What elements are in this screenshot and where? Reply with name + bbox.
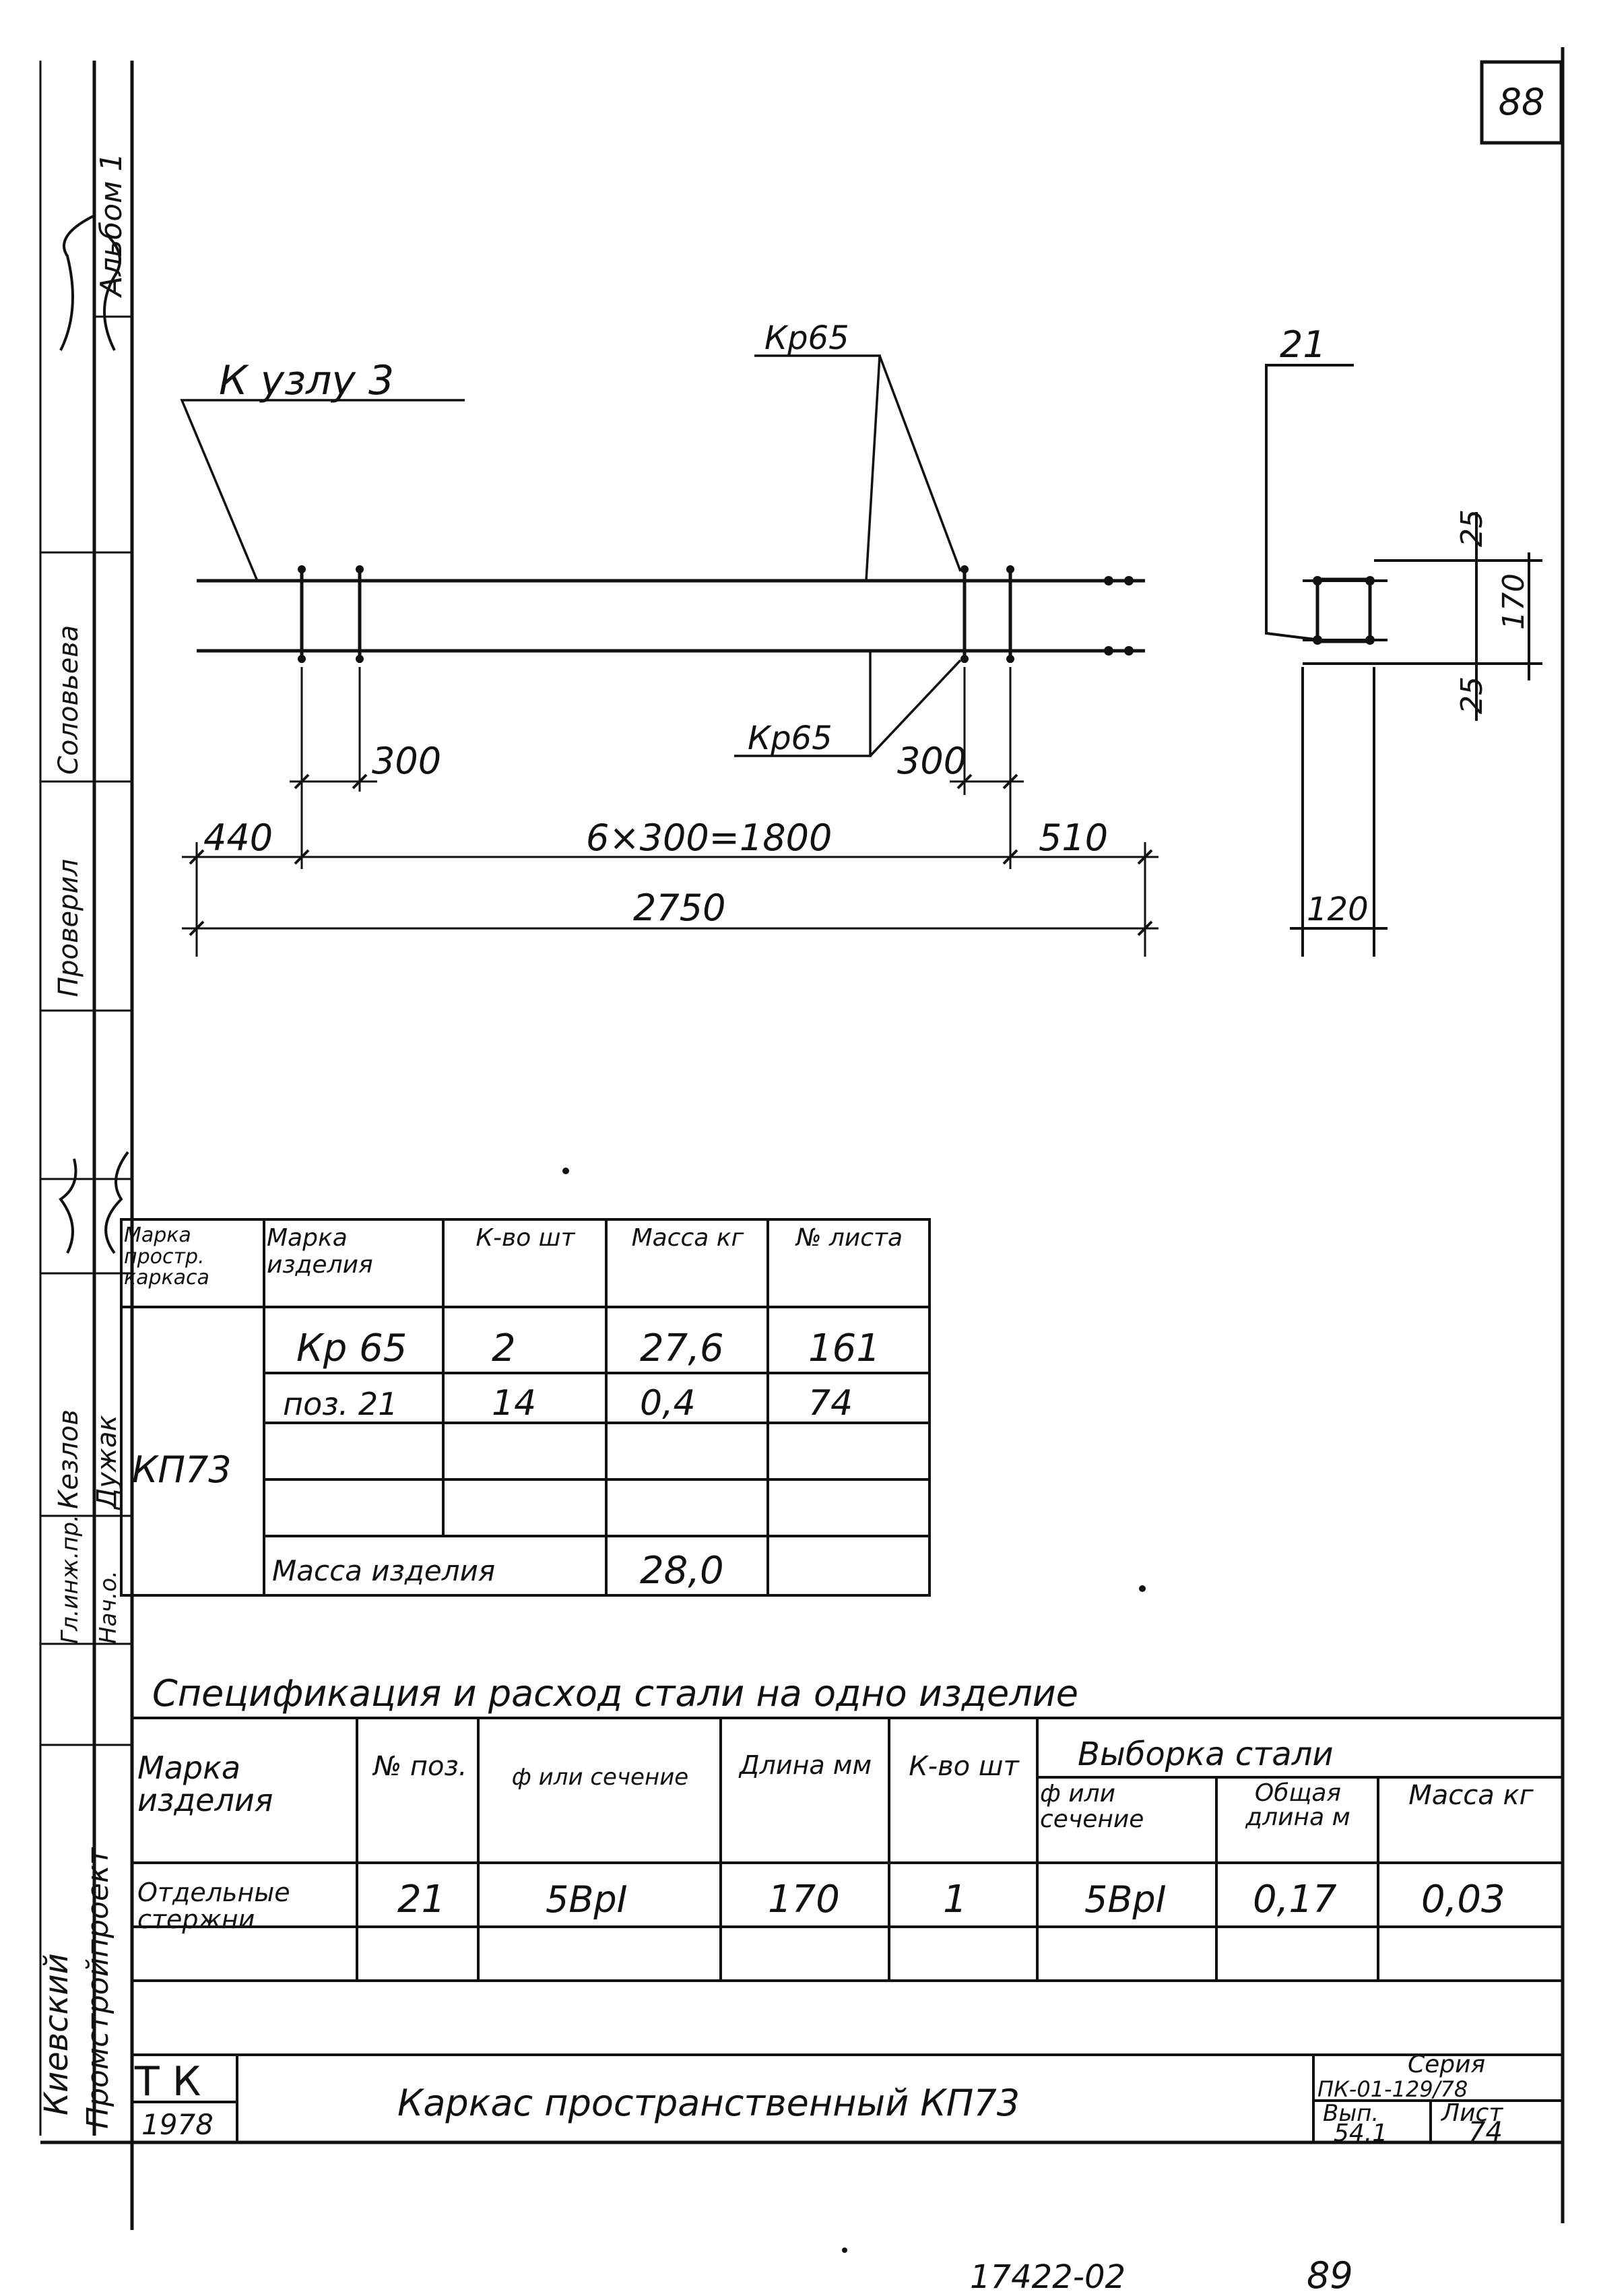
dim-2750: 2750 bbox=[633, 887, 725, 929]
at-header-frame-mark: Марка простр. каркаса bbox=[124, 1225, 209, 1289]
at-row2-mass: 0,4 bbox=[640, 1383, 696, 1424]
spec-title: Спецификация и расход стали на одно изде… bbox=[152, 1672, 1078, 1715]
spec-header-sub-mass: Масса кг bbox=[1408, 1781, 1534, 1811]
leader-lines bbox=[180, 354, 962, 757]
corner-number: 88 bbox=[1499, 81, 1545, 123]
tb-title: Каркас пространственный КП73 bbox=[397, 2082, 1020, 2124]
side-stamp-lines bbox=[39, 61, 132, 2136]
at-group-mark: КП73 bbox=[132, 1448, 232, 1491]
spec-header-group: Выборка стали bbox=[1078, 1735, 1334, 1773]
tb-vyp-label: Вып. bbox=[1323, 2100, 1379, 2127]
dim-6x300: 6×300=1800 bbox=[586, 817, 832, 859]
at-row1-mark: Кр 65 bbox=[296, 1327, 407, 1370]
spec-row-sub-section: 5BpI bbox=[1084, 1878, 1167, 1921]
title-block-text: Т К 1978 Каркас пространственный КП73 Се… bbox=[134, 2051, 1503, 2148]
spec-header-sub-length: Общая длина м bbox=[1245, 1781, 1350, 1831]
at-header-mass: Масса кг bbox=[631, 1225, 744, 1252]
role-proveril: Проверил bbox=[53, 859, 84, 997]
at-row1-sheet: 161 bbox=[808, 1327, 880, 1370]
spec-row-sub-mass: 0,03 bbox=[1421, 1878, 1505, 1921]
dim-510: 510 bbox=[1039, 817, 1108, 859]
spec-row-section: 5BpI bbox=[546, 1878, 628, 1921]
org-promstroy: Промстройпроект bbox=[81, 1847, 115, 2129]
tb-series-label: Серия bbox=[1408, 2051, 1485, 2078]
spec-header-length: Длина мм bbox=[739, 1752, 872, 1780]
footer-page: 89 bbox=[1307, 2254, 1353, 2296]
spec-table-text: Марка изделия № поз. ф или сечение Длина… bbox=[137, 1735, 1534, 1934]
album-label: Альбом 1 bbox=[94, 153, 129, 298]
spec-header-sub-section: ф или сечение bbox=[1040, 1781, 1144, 1833]
at-row2-sheet: 74 bbox=[808, 1383, 853, 1424]
section-view bbox=[1265, 364, 1542, 957]
org-kiev: Киевский bbox=[38, 1953, 75, 2115]
section-dots bbox=[1313, 576, 1375, 645]
name-kezlov: Кезлов bbox=[53, 1409, 84, 1509]
spec-header-pos: № поз. bbox=[373, 1752, 467, 1782]
leader-label-kr65-top: Кр65 bbox=[764, 319, 849, 357]
tb-list-value: 74 bbox=[1468, 2117, 1503, 2148]
dim-25-top: 25 bbox=[1455, 509, 1489, 547]
leader-label-uzel: К узлу 3 bbox=[219, 357, 394, 404]
footer-doc-number: 17422-02 bbox=[970, 2258, 1125, 2296]
assembly-table-grid bbox=[120, 1218, 931, 1597]
name-duzhak: Дужак bbox=[92, 1415, 123, 1510]
at-row2-mark: поз. 21 bbox=[283, 1386, 397, 1422]
dim-440: 440 bbox=[203, 817, 273, 859]
spec-row-qty: 1 bbox=[943, 1878, 967, 1921]
title-block-grid bbox=[131, 2055, 1563, 2142]
dim-25-bottom: 25 bbox=[1455, 676, 1489, 714]
scan-specks bbox=[562, 1168, 1146, 2253]
at-total-value: 28,0 bbox=[640, 1549, 724, 1593]
tb-year: 1978 bbox=[141, 2108, 214, 2141]
spec-row-sub-length: 0,17 bbox=[1253, 1878, 1337, 1921]
at-row1-mass: 27,6 bbox=[640, 1327, 724, 1370]
sheet-frame bbox=[40, 47, 1565, 2230]
spec-table-grid bbox=[132, 1717, 1563, 2056]
spec-row-length: 170 bbox=[768, 1878, 840, 1921]
spec-header-section: ф или сечение bbox=[511, 1765, 689, 1791]
signature-marks bbox=[59, 214, 129, 1254]
tb-list-label: Лист bbox=[1440, 2099, 1503, 2127]
side-stamp-text: Альбом 1 Гл.инж.пр. Нач.о. Кезлов Дужак … bbox=[38, 153, 129, 2129]
spec-header-mark: Марка изделия bbox=[137, 1752, 273, 1819]
dim-120: 120 bbox=[1307, 891, 1369, 928]
at-row2-qty: 14 bbox=[492, 1383, 536, 1424]
name-solovyeva: Соловьева bbox=[53, 625, 84, 775]
dimension-lines bbox=[182, 667, 1159, 957]
dimension-ticks bbox=[189, 773, 1153, 936]
rod-end-dots bbox=[298, 565, 1134, 663]
tb-series-value: ПК-01-129/78 bbox=[1317, 2076, 1468, 2102]
frame-elevation bbox=[197, 566, 1145, 663]
spec-row-mark: Отдельные стержни bbox=[137, 1880, 290, 1934]
at-header-sheet: № листа bbox=[795, 1225, 903, 1252]
tb-vyp-value: 54.1 bbox=[1334, 2119, 1388, 2147]
tb-tk: Т К bbox=[134, 2058, 201, 2105]
corner-number-box: 88 bbox=[1480, 60, 1563, 145]
section-label: 21 bbox=[1280, 323, 1326, 366]
dim-300-left: 300 bbox=[372, 740, 441, 782]
role-nach-o: Нач.о. bbox=[95, 1570, 122, 1644]
leader-label-kr65-bottom: Кр65 bbox=[748, 720, 833, 757]
at-header-item-mark: Марка изделия bbox=[267, 1225, 373, 1279]
assembly-table-text: Марка простр. каркаса Марка изделия К-во… bbox=[124, 1225, 903, 1593]
at-total-label: Масса изделия bbox=[272, 1554, 495, 1587]
spec-row-pos: 21 bbox=[397, 1878, 445, 1921]
spec-header-qty: К-во шт bbox=[909, 1752, 1019, 1782]
dim-300-right: 300 bbox=[897, 740, 967, 782]
at-header-qty: К-во шт bbox=[476, 1225, 575, 1252]
at-row1-qty: 2 bbox=[492, 1327, 516, 1370]
dim-170: 170 bbox=[1497, 573, 1531, 630]
role-gl-inzh: Гл.инж.пр. bbox=[57, 1514, 84, 1644]
